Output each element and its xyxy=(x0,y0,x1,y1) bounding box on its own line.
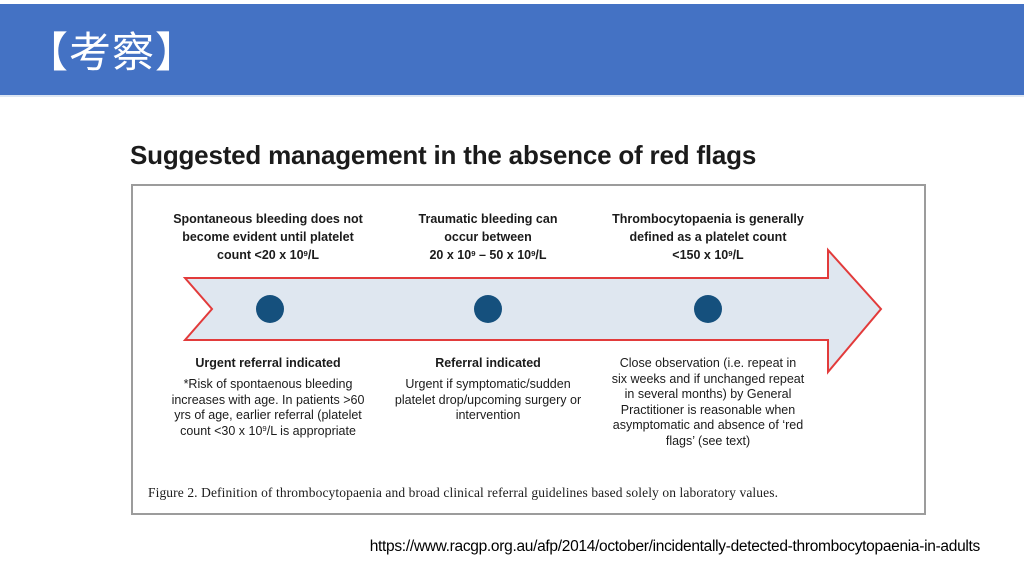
column-heading: Urgent referral indicated xyxy=(195,356,341,370)
figure-title: Suggested management in the absence of r… xyxy=(130,140,757,170)
timeline-dot-2 xyxy=(474,295,502,323)
arrow-shape xyxy=(182,247,883,375)
source-url: https://www.racgp.org.au/afp/2014/octobe… xyxy=(369,538,981,555)
header-bar: 【考察】 xyxy=(0,4,1024,97)
bottom-note-referral-indicated: Referral indicated Urgent if symptomatic… xyxy=(383,356,593,424)
bottom-note-urgent-referral: Urgent referral indicated *Risk of spont… xyxy=(153,356,383,439)
column-heading: Referral indicated xyxy=(435,356,541,370)
page-title: 【考察】 xyxy=(26,29,199,76)
timeline-arrow xyxy=(182,247,883,375)
timeline-dot-1 xyxy=(256,295,284,323)
figure-caption: Figure 2. Definition of thrombocytopaeni… xyxy=(148,485,779,500)
timeline-dot-3 xyxy=(694,295,722,323)
